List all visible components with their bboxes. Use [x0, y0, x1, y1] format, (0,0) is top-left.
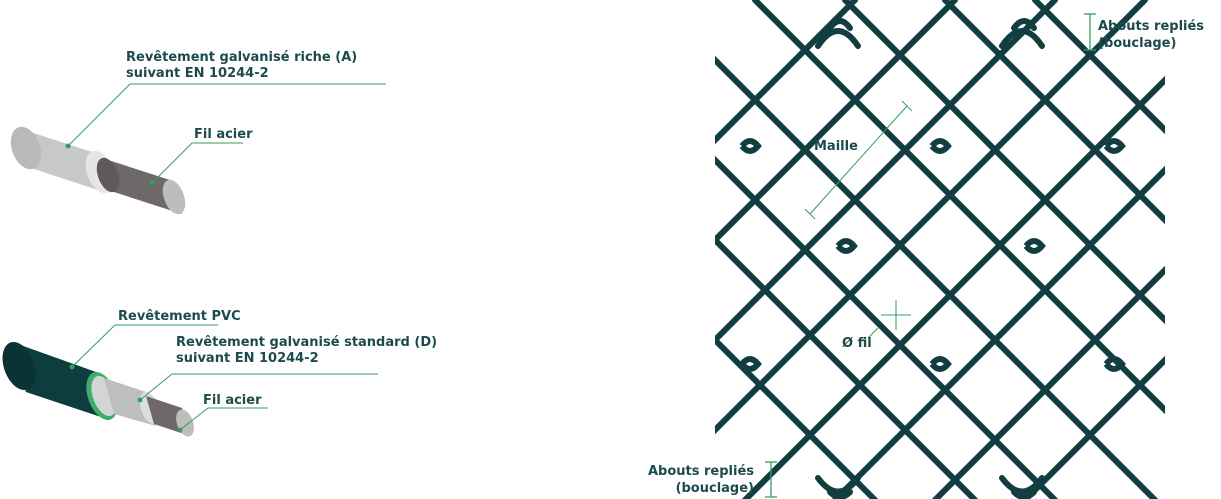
leader-galv-riche: [67, 83, 386, 147]
pvc-wire-illustration: Revêtement PVC Revêtement galvanisé stan…: [2, 309, 437, 437]
leader-galv-standard: [139, 373, 378, 401]
steel-core: [102, 158, 182, 214]
abouts-top-marker: [1084, 13, 1096, 51]
label-fil-acier-top: Fil acier: [194, 127, 253, 142]
pvc-coating: [12, 342, 110, 420]
label-abouts-bottom-line1: Abouts repliés: [648, 464, 754, 479]
label-pvc: Revêtement PVC: [118, 309, 241, 324]
label-diametre-fil: Ø fil: [842, 336, 872, 351]
label-galv-riche-line2: suivant EN 10244-2: [126, 66, 269, 81]
label-galv-standard-line1: Revêtement galvanisé standard (D): [176, 335, 437, 350]
top-loops: [815, 18, 1045, 49]
label-maille: Maille: [814, 139, 858, 154]
chain-link-mesh: [715, 0, 1165, 499]
label-galv-standard-line2: suivant EN 10244-2: [176, 351, 319, 366]
maille-dimension: [804, 100, 913, 220]
label-galv-riche-line1: Revêtement galvanisé riche (A): [126, 50, 357, 65]
galvanized-wire-illustration: Revêtement galvanisé riche (A) suivant E…: [10, 50, 386, 215]
label-fil-acier-bottom: Fil acier: [203, 393, 262, 408]
diametre-marker: [867, 300, 911, 339]
leader-fil-acier-bottom: [179, 407, 268, 431]
bottom-loops: [815, 475, 1045, 499]
label-abouts-top-line2: (bouclage): [1098, 36, 1176, 51]
abouts-bottom-marker: [765, 461, 777, 498]
label-abouts-bottom-line2: (bouclage): [676, 481, 754, 496]
mesh-twists: [739, 138, 1126, 372]
leader-fil-acier-top: [151, 142, 243, 184]
label-abouts-top-line1: Abouts repliés: [1098, 19, 1204, 34]
galvanized-coating-outer: [18, 128, 107, 193]
steel-core-end: [162, 179, 186, 215]
leader-pvc: [71, 324, 218, 368]
